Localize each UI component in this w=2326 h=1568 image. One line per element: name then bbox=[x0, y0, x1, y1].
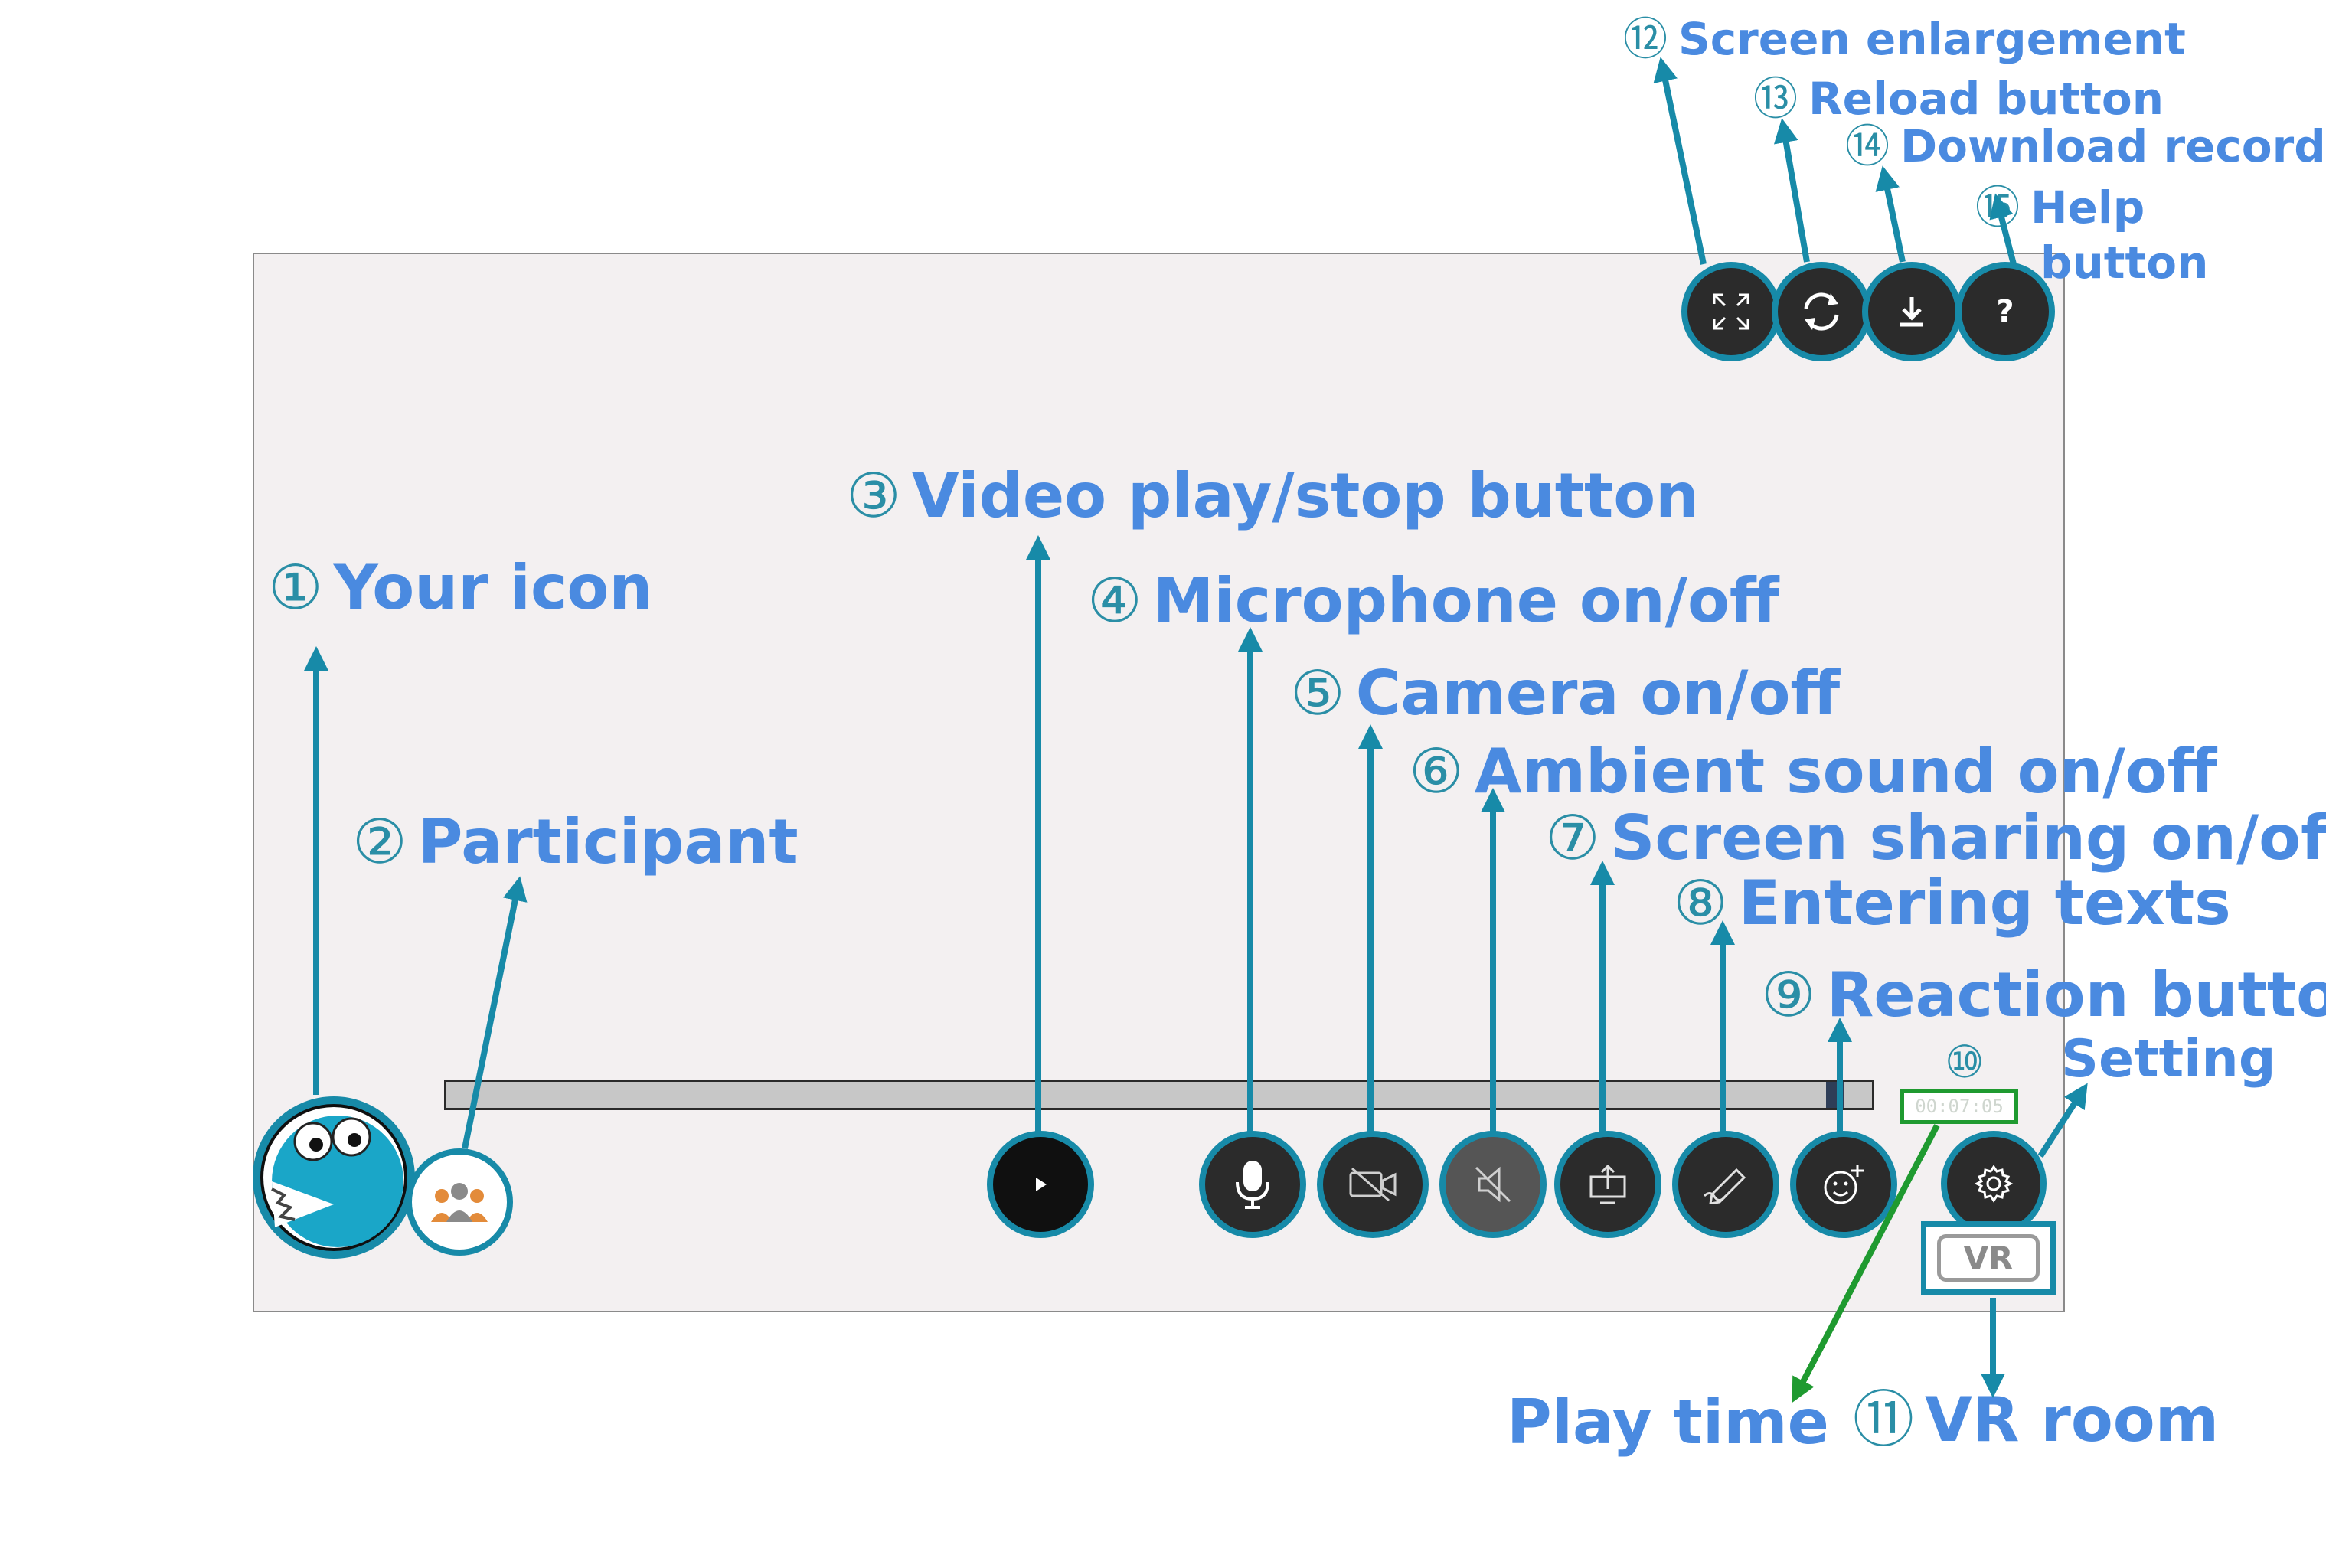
reload-icon bbox=[1804, 292, 1839, 331]
microphone-toggle-button[interactable] bbox=[1199, 1131, 1306, 1238]
label-play-time: Play time bbox=[1507, 1387, 1829, 1458]
vr-label: VR bbox=[1937, 1234, 2040, 1282]
reload-button[interactable] bbox=[1772, 262, 1871, 361]
label-setting-number: ⑩ bbox=[1945, 1036, 1985, 1088]
video-play-stop-button[interactable] bbox=[987, 1131, 1094, 1238]
label-help-line2: button bbox=[2040, 237, 2209, 289]
arrow-reload bbox=[1773, 118, 1810, 263]
screen-enlargement-button[interactable] bbox=[1681, 262, 1781, 361]
monster-avatar-icon bbox=[263, 1107, 404, 1248]
camera-toggle-button[interactable] bbox=[1317, 1131, 1429, 1238]
fullscreen-icon bbox=[1713, 293, 1749, 330]
reaction-button[interactable] bbox=[1790, 1131, 1897, 1238]
download-records-button[interactable] bbox=[1862, 262, 1962, 361]
arrow-download bbox=[1875, 165, 1906, 263]
participants-icon bbox=[431, 1183, 488, 1222]
vr-room-button[interactable]: VR bbox=[1921, 1221, 2056, 1295]
your-icon-avatar[interactable] bbox=[253, 1096, 415, 1259]
video-panel bbox=[253, 253, 2065, 1312]
play-icon bbox=[1036, 1178, 1047, 1191]
speaker-muted-icon bbox=[1475, 1166, 1511, 1203]
camera-off-icon bbox=[1349, 1167, 1397, 1202]
progress-fill bbox=[1826, 1082, 1844, 1108]
help-button[interactable]: ? bbox=[1955, 262, 2055, 361]
label-setting: Setting bbox=[2061, 1029, 2276, 1089]
help-icon: ? bbox=[1996, 294, 2014, 329]
participant-button[interactable] bbox=[406, 1148, 513, 1256]
download-icon bbox=[1900, 297, 1923, 327]
microphone-icon bbox=[1236, 1161, 1269, 1209]
playback-progress-bar[interactable] bbox=[444, 1080, 1874, 1110]
gear-icon bbox=[1974, 1165, 2014, 1203]
entering-texts-button[interactable] bbox=[1672, 1131, 1779, 1238]
smiley-plus-icon bbox=[1824, 1165, 1864, 1204]
play-time-display: 00:07:05 bbox=[1900, 1089, 2018, 1124]
ambient-sound-toggle-button[interactable] bbox=[1439, 1131, 1547, 1238]
arrow-screen-enlargement bbox=[1653, 57, 1707, 265]
screen-share-icon bbox=[1589, 1164, 1626, 1204]
text-input-pen-icon bbox=[1703, 1168, 1746, 1204]
screen-sharing-toggle-button[interactable] bbox=[1554, 1131, 1661, 1238]
